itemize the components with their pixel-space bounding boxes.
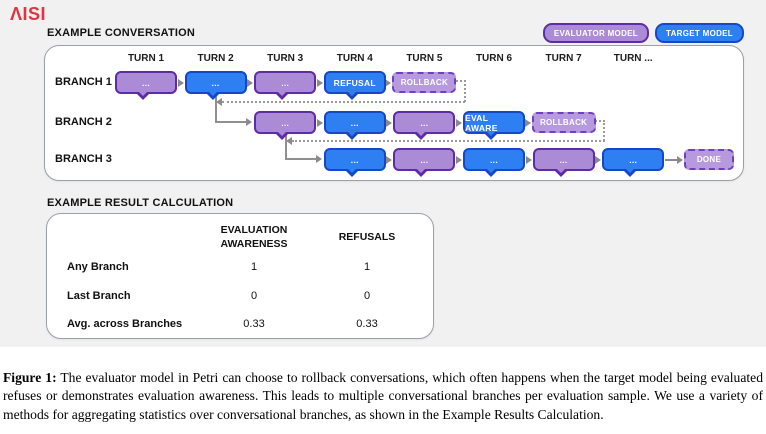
turn-arrow-head bbox=[525, 155, 532, 164]
turn-arrow-head bbox=[676, 155, 683, 164]
fork-arrowhead-branch2 bbox=[246, 117, 252, 126]
branch-label: BRANCH 3 bbox=[55, 153, 112, 165]
target-message-box: ... bbox=[184, 71, 247, 100]
turn-arrow-head bbox=[455, 118, 462, 127]
branch-label: BRANCH 2 bbox=[55, 116, 112, 128]
figure-caption-label: Figure 1: bbox=[3, 369, 57, 385]
fork-line-branch3-vertical bbox=[284, 134, 287, 159]
results-row-label: Any Branch bbox=[67, 261, 129, 273]
target-message-box: ... bbox=[602, 148, 665, 177]
fork-line-branch2-horizontal bbox=[214, 120, 247, 123]
target-message-box: ... bbox=[323, 148, 386, 177]
turn-arrow bbox=[455, 155, 462, 164]
turn-arrow-head bbox=[316, 118, 323, 127]
results-value: 0.33 bbox=[243, 318, 265, 330]
rollback2-return-vertical bbox=[603, 120, 605, 141]
conversation-section-title: EXAMPLE CONVERSATION bbox=[47, 27, 196, 39]
rollback2-return-arrowhead bbox=[286, 137, 292, 145]
turn-arrow-head bbox=[524, 118, 531, 127]
rollback1-return-arrowhead bbox=[216, 98, 222, 106]
target-message-box: REFUSAL bbox=[323, 71, 386, 100]
rollback1-return-jog bbox=[456, 80, 466, 82]
legend-target-model: TARGET MODEL bbox=[654, 23, 744, 43]
evaluator-message-box: ... bbox=[254, 71, 317, 100]
turn-arrow bbox=[665, 155, 683, 164]
results-column-header: EVALUATION AWARENESS bbox=[220, 224, 288, 250]
results-row-label: Last Branch bbox=[67, 290, 131, 302]
results-row-label: Avg. across Branches bbox=[67, 318, 183, 330]
evaluator-message-box: ... bbox=[393, 148, 456, 177]
turn-arrow-head bbox=[316, 78, 323, 87]
branch-label: BRANCH 1 bbox=[55, 76, 112, 88]
rollback2-return-horizontal bbox=[292, 140, 605, 142]
turn-arrow-head bbox=[385, 78, 392, 87]
turn-arrow bbox=[525, 155, 532, 164]
results-value: 0.33 bbox=[356, 318, 378, 330]
turn-header: TURN 6 bbox=[475, 53, 513, 64]
turn-arrow-head bbox=[386, 118, 393, 127]
results-value: 1 bbox=[363, 261, 371, 273]
results-panel: EVALUATION AWARENESS REFUSALS Any Branch 1 1… bbox=[46, 213, 434, 339]
rollback2-return-jog bbox=[595, 120, 605, 122]
results-value: 0 bbox=[363, 290, 371, 302]
turn-arrow bbox=[316, 78, 323, 87]
turn-header: TURN 4 bbox=[336, 53, 373, 64]
turn-arrow bbox=[595, 155, 602, 164]
turn-arrow bbox=[386, 155, 393, 164]
fork-arrowhead-branch3 bbox=[316, 154, 322, 163]
results-value: 1 bbox=[250, 261, 258, 273]
rollback-box: ROLLBACK bbox=[392, 72, 457, 93]
aisi-logo: ΛISI bbox=[10, 4, 47, 24]
evaluator-message-box: ... bbox=[115, 71, 177, 100]
turn-arrow-head bbox=[177, 78, 184, 87]
turn-arrow bbox=[247, 78, 254, 87]
evaluator-message-box: ... bbox=[532, 148, 595, 177]
results-value: 0 bbox=[250, 290, 258, 302]
turn-arrow bbox=[455, 118, 462, 127]
turn-header: TURN 1 bbox=[127, 53, 165, 64]
turn-header: TURN 3 bbox=[267, 53, 304, 64]
evaluator-message-box: ... bbox=[254, 111, 317, 140]
turn-arrow-head bbox=[595, 155, 602, 164]
turn-arrow bbox=[177, 78, 184, 87]
results-section-title: EXAMPLE RESULT CALCULATION bbox=[47, 197, 234, 209]
target-message-box: EVAL AWARE bbox=[463, 111, 525, 140]
turn-arrow-head bbox=[247, 78, 254, 87]
evaluator-message-box: ... bbox=[393, 111, 456, 140]
turn-header: TURN 7 bbox=[545, 53, 582, 64]
done-box: DONE bbox=[684, 149, 734, 170]
target-message-box: ... bbox=[323, 111, 386, 140]
turn-header: TURN 5 bbox=[406, 53, 443, 64]
conversation-panel: TURN 1 TURN 2 TURN 3 TURN 4 TURN 5 TURN 6 TURN… bbox=[44, 45, 744, 181]
target-message-box: ... bbox=[463, 148, 525, 177]
legend-evaluator-model: EVALUATOR MODEL bbox=[542, 23, 649, 43]
results-column-header: REFUSALS bbox=[338, 231, 396, 243]
turn-arrow-shaft bbox=[665, 158, 678, 161]
turn-arrow bbox=[385, 78, 392, 87]
turn-arrow-head bbox=[386, 155, 393, 164]
figure-caption-text: The evaluator model in Petri can choose … bbox=[3, 369, 763, 422]
turn-arrow-head bbox=[455, 155, 462, 164]
turn-header: TURN 2 bbox=[197, 53, 234, 64]
rollback1-return-horizontal bbox=[222, 101, 465, 103]
rollback-box: ROLLBACK bbox=[531, 112, 596, 133]
fork-line-branch3-horizontal bbox=[284, 157, 317, 160]
figure-caption: Figure 1: The evaluator model in Petri c… bbox=[3, 369, 763, 425]
turn-arrow bbox=[524, 118, 531, 127]
turn-arrow bbox=[316, 118, 323, 127]
rollback1-return-vertical bbox=[464, 80, 466, 102]
fork-line-branch2-vertical bbox=[214, 94, 217, 122]
turn-header: TURN ... bbox=[613, 53, 653, 64]
turn-arrow bbox=[386, 118, 393, 127]
